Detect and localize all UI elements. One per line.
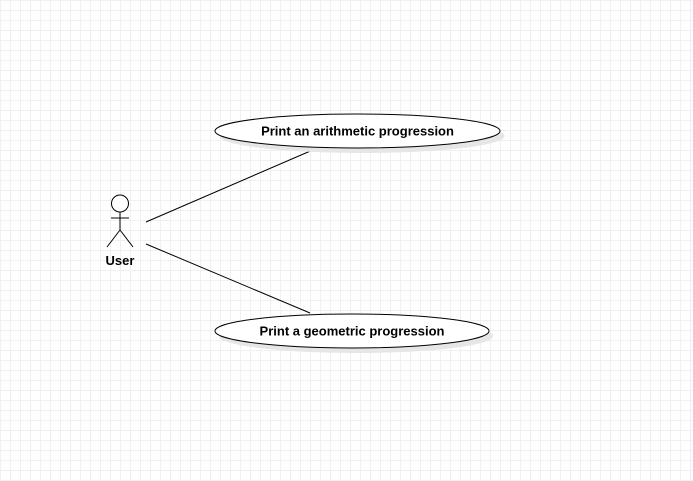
use-case-arithmetic[interactable]: Print an arithmetic progression — [214, 113, 505, 153]
actor-head — [111, 194, 129, 213]
use-case-label: Print an arithmetic progression — [261, 124, 454, 139]
actor-user[interactable]: User — [106, 194, 135, 268]
actor-left-leg — [106, 229, 121, 248]
actor-right-leg — [119, 229, 134, 248]
use-case-ellipse — [214, 113, 501, 149]
use-case-geometric[interactable]: Print a geometric progression — [214, 313, 493, 353]
use-case-label: Print a geometric progression — [260, 324, 445, 339]
actor-label: User — [106, 253, 135, 268]
association-line-arithmetic[interactable] — [145, 148, 316, 223]
use-case-ellipse — [214, 313, 490, 349]
association-line-geometric[interactable] — [145, 243, 311, 314]
